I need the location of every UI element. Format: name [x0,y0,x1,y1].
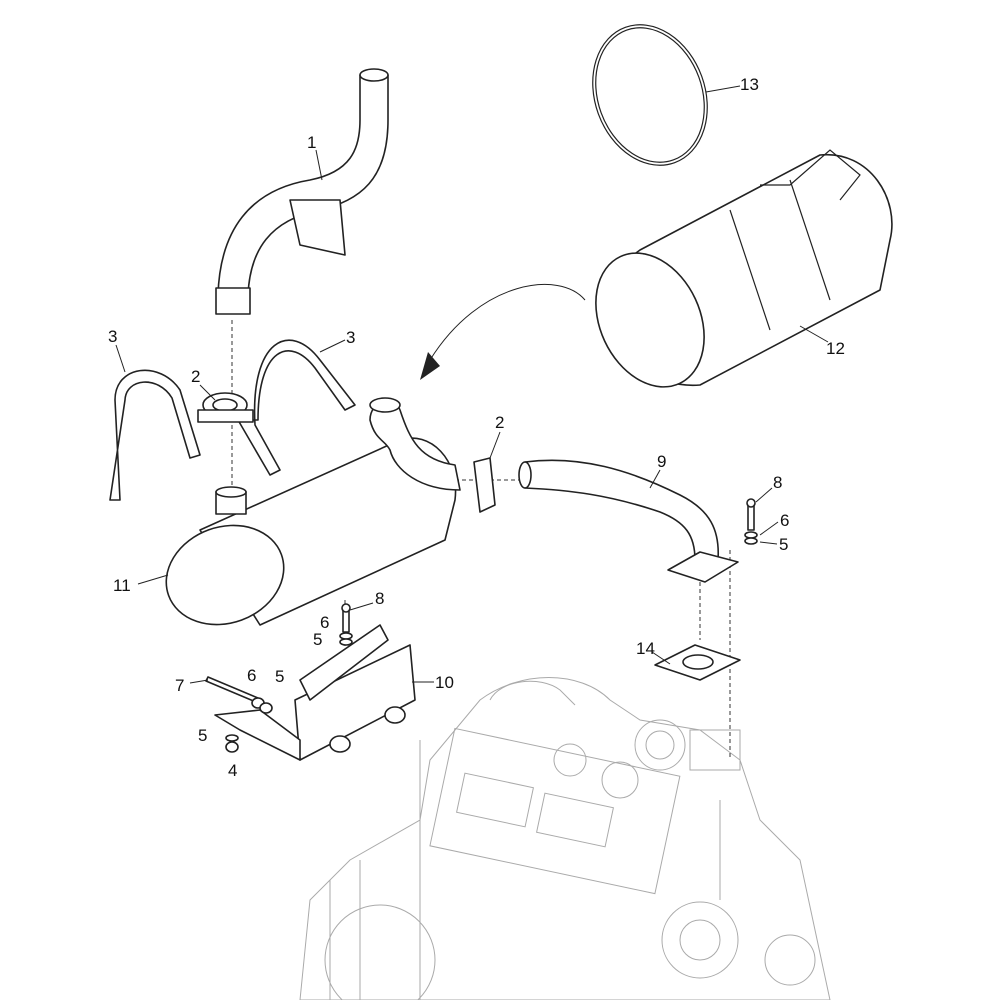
callout-6-mid: 6 [320,613,330,632]
part-3-strap-left [109,369,201,501]
part-9-pipe [518,459,739,583]
leader-lines [115,85,829,684]
arrow-icon [420,352,440,380]
part-2-clamp-left [197,392,254,423]
callout-14: 14 [636,639,655,658]
callout-4: 4 [228,761,238,780]
callout-5-bottom: 5 [198,726,208,745]
callout-10: 10 [435,673,454,692]
callout-8-mid: 8 [375,589,385,608]
callout-5-lower: 5 [275,667,285,686]
part-3-strap-right [237,339,356,476]
part-13-ring [592,24,708,166]
callout-6-lower: 6 [247,666,257,685]
part-11-muffler [165,397,461,626]
callout-13: 13 [740,75,759,94]
engine-illustration [299,677,831,1000]
part-14-gasket [654,644,741,681]
callout-12: 12 [826,339,845,358]
callout-5-mid: 5 [313,630,323,649]
callout-2-right: 2 [495,413,505,432]
callout-8-right: 8 [773,473,783,492]
part-2-clamp-right [473,457,496,513]
part-1-pipe [215,68,389,315]
callout-11: 11 [113,576,131,595]
part-12-heat-shield [595,149,893,388]
callout-5-right: 5 [779,535,789,554]
callout-2-left: 2 [191,367,201,386]
callout-3-left: 3 [108,327,118,346]
callout-6-right: 6 [780,511,790,530]
callout-1: 1 [307,133,317,152]
part-10-bracket [214,624,416,761]
callout-7: 7 [175,676,185,695]
hardware [205,498,758,753]
callout-3-right: 3 [346,328,356,347]
callout-9: 9 [657,452,667,471]
